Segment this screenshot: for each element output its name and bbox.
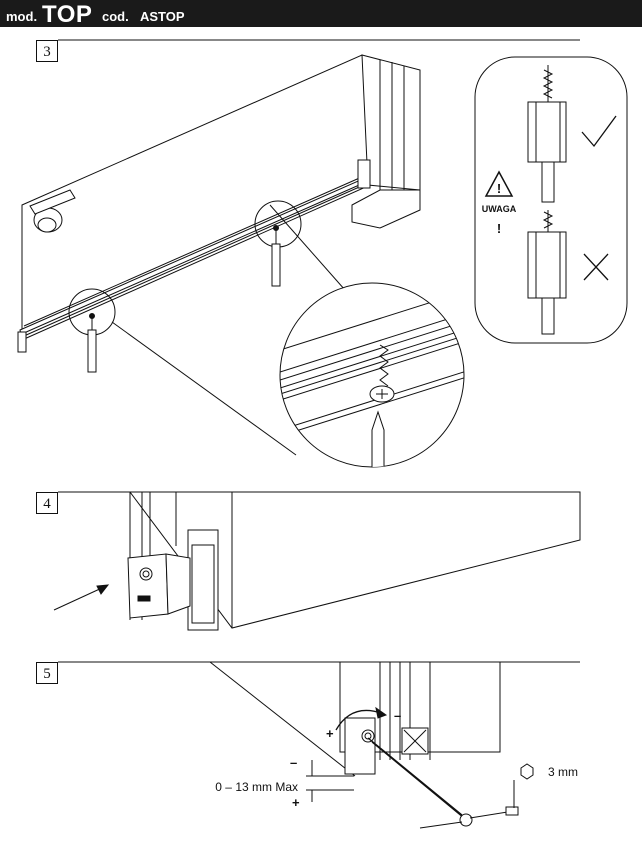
step-4-number: 4 [36, 492, 58, 514]
step-4-illustration [53, 491, 581, 631]
warning-triangle-mark: ! [497, 181, 501, 196]
gap-range-label: 0 – 13 mm Max [215, 780, 298, 794]
screwdriver-left-icon [87, 316, 97, 373]
warning-label: UWAGA [482, 204, 517, 214]
model-prefix: mod. [6, 9, 38, 24]
product-code: ASTOP [140, 9, 185, 24]
cross-mark-icon [583, 253, 609, 281]
correct-assembly [527, 65, 567, 203]
step-3-number: 3 [36, 40, 58, 62]
stopper-block [127, 553, 169, 619]
insert-arrow-icon [53, 586, 105, 611]
incorrect-assembly [527, 210, 567, 335]
frame-profile [361, 54, 421, 191]
step-3-illustration [17, 54, 465, 468]
warning-panel [474, 56, 628, 344]
adjust-plus-top: + [326, 726, 334, 741]
code-prefix: cod. [102, 9, 129, 24]
step-5-number: 5 [36, 662, 58, 684]
step-5-illustration [209, 661, 534, 829]
model-name: TOP [42, 1, 93, 28]
check-mark-icon [581, 115, 617, 148]
screwdriver-right-icon [271, 228, 281, 287]
hex-socket-icon [520, 763, 534, 780]
adjust-minus-top: – [394, 708, 401, 723]
wall-block [351, 189, 421, 229]
gap-plus: + [292, 795, 300, 810]
title-bar: mod. TOP cod. ASTOP [0, 0, 642, 28]
gap-minus: – [290, 755, 297, 770]
warning-triangle-icon [484, 170, 514, 197]
warning-exclamation: ! [497, 221, 501, 236]
key-size-label: 3 mm [548, 765, 578, 779]
